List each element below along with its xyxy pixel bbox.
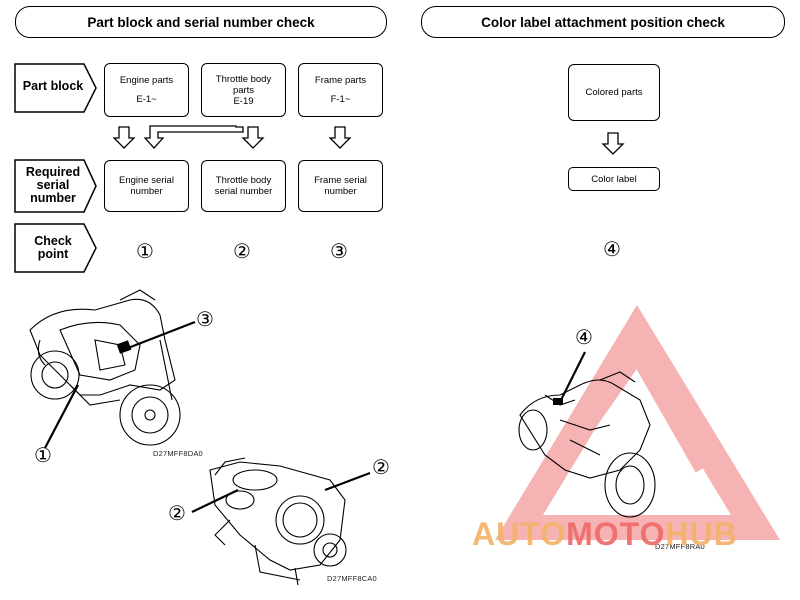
part-block-engine: Engine parts E-1~ bbox=[104, 63, 189, 117]
bent-arrow-icon bbox=[143, 125, 244, 149]
watermark-auto: AUTO bbox=[472, 516, 567, 552]
section-header-color-label: Color label attachment position check bbox=[421, 6, 785, 38]
required-serial-label-shape bbox=[14, 159, 97, 213]
down-arrow-icon bbox=[112, 126, 136, 149]
part-block-frame: Frame parts F-1~ bbox=[298, 63, 383, 117]
watermark-text: AUTOMOTOHUB bbox=[472, 516, 738, 553]
motorcycle-left-illustration bbox=[29, 289, 181, 446]
check-point-4: ④ bbox=[603, 239, 621, 261]
check-point-1: ① bbox=[136, 241, 154, 263]
callout-throttle-left: ② bbox=[168, 503, 186, 525]
part-block-label-shape bbox=[14, 63, 97, 113]
row-label-check-point: Check point bbox=[34, 234, 72, 261]
row-label-required-serial: Required serial number bbox=[25, 165, 81, 205]
watermark-logo bbox=[495, 305, 780, 540]
down-arrow-icon bbox=[601, 132, 625, 155]
color-label-box: Color label bbox=[568, 167, 660, 191]
check-point-label-shape bbox=[14, 223, 97, 273]
watermark-hub: HUB bbox=[665, 516, 738, 552]
illustration-code-throttle: D27MFF8CA0 bbox=[327, 574, 377, 583]
section-header-part-block: Part block and serial number check bbox=[15, 6, 387, 38]
check-point-2: ② bbox=[233, 241, 251, 263]
frame-serial-marker bbox=[116, 340, 132, 354]
callout-color-label: ④ bbox=[575, 327, 593, 349]
part-block-throttle-body: Throttle body parts E-19 bbox=[201, 63, 286, 117]
callout-throttle-right: ② bbox=[372, 457, 390, 479]
watermark-moto: MOTO bbox=[566, 516, 666, 552]
callout-engine-serial: ① bbox=[34, 445, 52, 467]
illustration-code-motorcycle-left: D27MFF8DA0 bbox=[153, 449, 203, 458]
serial-number-frame: Frame serial number bbox=[298, 160, 383, 212]
color-label-marker bbox=[553, 398, 563, 405]
illustration-code-motorcycle-right: D27MFF8RA0 bbox=[655, 542, 705, 551]
down-arrow-icon bbox=[241, 126, 265, 149]
throttle-body-illustration bbox=[209, 457, 347, 586]
callout-lines bbox=[191, 471, 371, 513]
colored-parts-box: Colored parts bbox=[568, 64, 660, 121]
row-label-part-block: Part block bbox=[22, 79, 84, 93]
down-arrow-icon bbox=[328, 126, 352, 149]
serial-number-throttle-body: Throttle body serial number bbox=[201, 160, 286, 212]
callout-lines bbox=[44, 320, 196, 449]
callout-frame-serial: ③ bbox=[196, 309, 214, 331]
callout-lines bbox=[559, 351, 586, 403]
serial-number-engine: Engine serial number bbox=[104, 160, 189, 212]
check-point-3: ③ bbox=[330, 241, 348, 263]
